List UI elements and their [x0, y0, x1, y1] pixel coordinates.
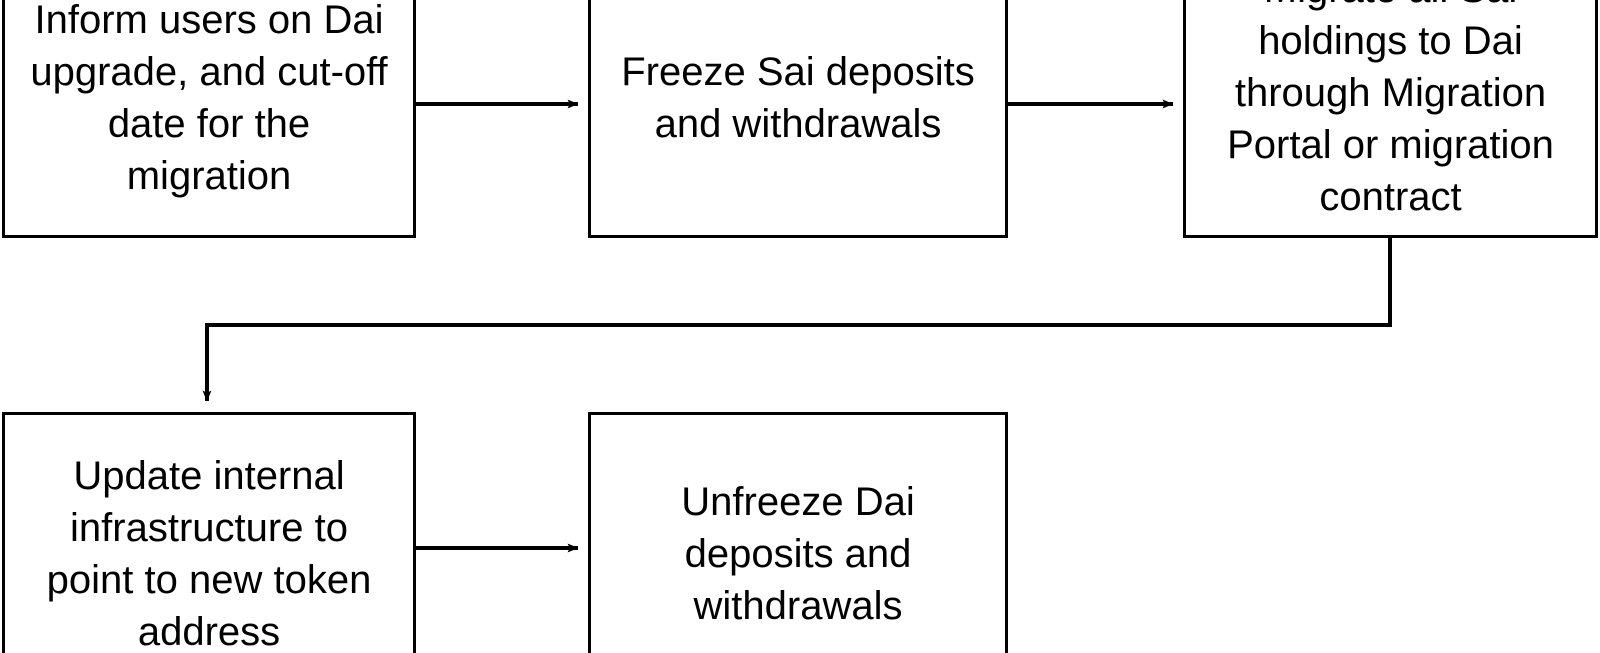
node-migrate-sai[interactable]: Migrate all Sai holdings to Dai through …: [1183, 0, 1598, 238]
node-inform-users-label: Inform users on Dai upgrade, and cut-off…: [30, 0, 388, 198]
node-unfreeze-dai-label: Unfreeze Dai deposits and withdrawals: [681, 479, 915, 628]
node-migrate-sai-label: Migrate all Sai holdings to Dai through …: [1227, 0, 1554, 219]
node-update-infrastructure[interactable]: Update internal infrastructure to point …: [2, 412, 416, 653]
node-freeze-sai[interactable]: Freeze Sai deposits and withdrawals: [588, 0, 1008, 238]
node-freeze-sai-label: Freeze Sai deposits and withdrawals: [621, 50, 975, 146]
node-update-infrastructure-label: Update internal infrastructure to point …: [46, 453, 372, 653]
edge-migrate-to-update: [202, 238, 1392, 402]
node-inform-users[interactable]: Inform users on Dai upgrade, and cut-off…: [2, 0, 416, 238]
node-unfreeze-dai[interactable]: Unfreeze Dai deposits and withdrawals: [588, 412, 1008, 653]
